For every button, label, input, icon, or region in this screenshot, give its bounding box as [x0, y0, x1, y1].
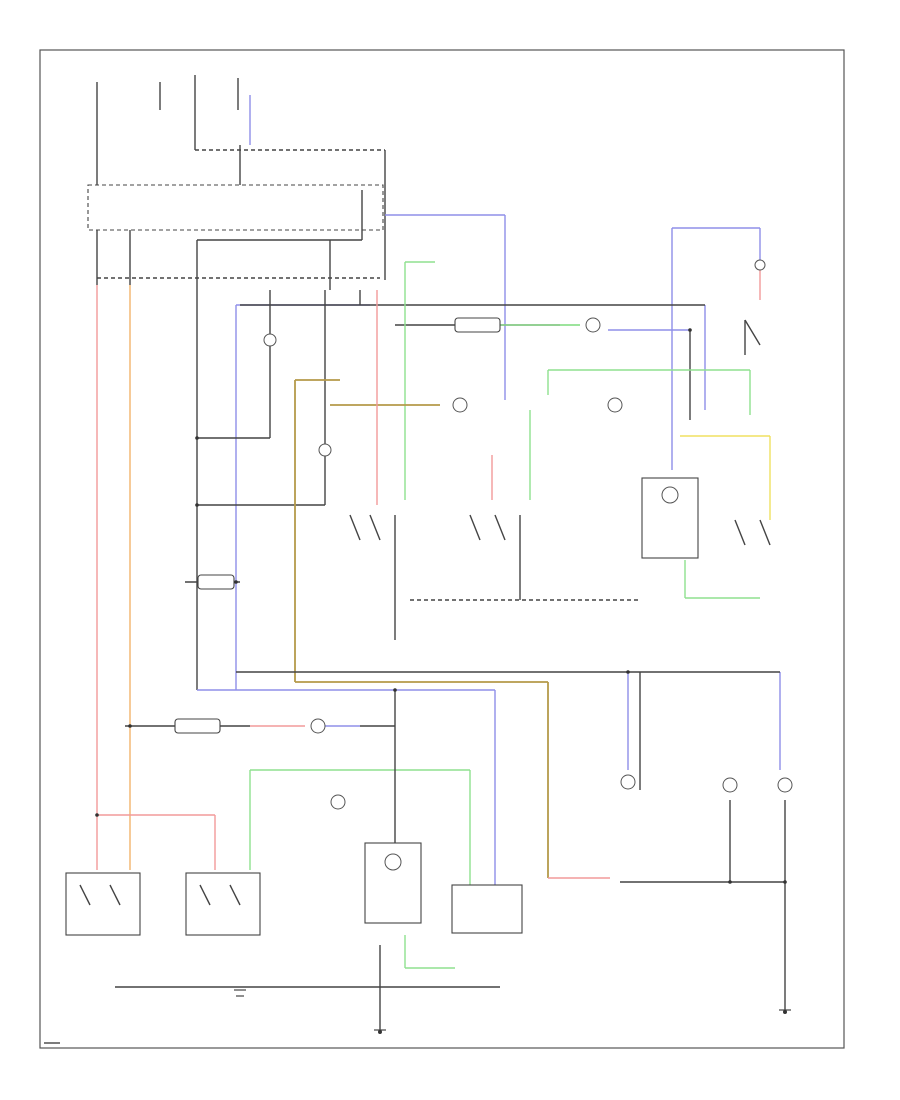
switch-group-center: [349, 319, 771, 640]
upper-bus: [197, 240, 705, 506]
bulbs: [263, 259, 793, 810]
bulb-3: [452, 397, 468, 413]
grounds: [234, 989, 791, 1034]
brown-circuit: [294, 379, 610, 879]
bulb-4: [607, 397, 623, 413]
bulb-11: [777, 777, 793, 793]
bulb-2: [585, 317, 601, 333]
yellow-circuit: [680, 435, 771, 520]
bulb-5: [318, 443, 332, 457]
junctions: [95, 328, 787, 884]
component-lamp-unit-left: [364, 842, 422, 924]
bulb-9: [620, 774, 636, 790]
component-lamp-unit-right: [641, 477, 699, 559]
bulb-8: [330, 794, 346, 810]
fuse-box-top: [87, 75, 386, 690]
component-left-2: [185, 872, 261, 936]
left-feed-wires: [96, 230, 395, 870]
lower-bus: [115, 581, 786, 1030]
bulb-1: [263, 333, 277, 347]
red-circuit: [376, 260, 761, 505]
component-right-box-left: [451, 884, 523, 934]
bulb-10: [722, 777, 738, 793]
resistors: [174, 317, 501, 734]
bulb-7: [310, 718, 326, 734]
component-left-1: [65, 872, 141, 936]
diagram-frame: [39, 49, 845, 1049]
bulb-6: [754, 259, 766, 271]
junction-block: [87, 184, 384, 231]
